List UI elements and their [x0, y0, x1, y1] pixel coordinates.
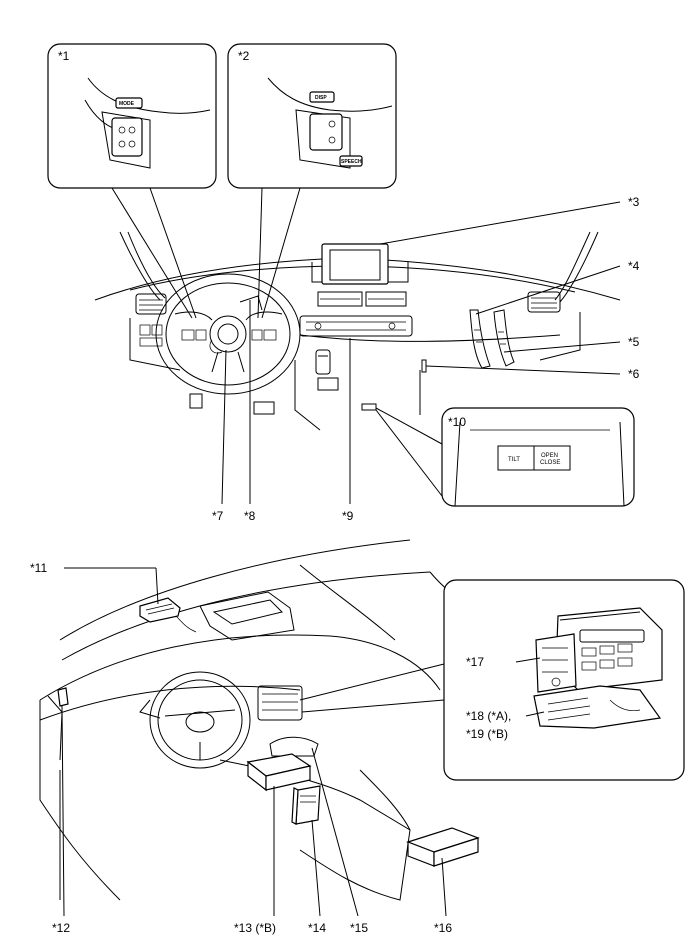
module-14 — [291, 785, 321, 825]
callout-7: *7 — [212, 509, 224, 523]
upper-leader-lines — [221, 201, 621, 505]
upper-dashboard-view — [94, 231, 621, 431]
callout-2: *2 — [238, 49, 250, 63]
callout-8: *8 — [244, 509, 256, 523]
callout-4: *4 — [628, 259, 640, 273]
callout-11: *11 — [30, 561, 47, 575]
inset-10-tilt-telescopic-switch: TILT OPEN CLOSE *10 — [441, 407, 635, 507]
callout-13: *13 (*B) — [234, 921, 276, 935]
inset-1-steering-switch-left: MODE *1 — [47, 43, 217, 189]
inset-2-leader — [257, 187, 301, 319]
inset-10-leader — [375, 407, 443, 497]
inset-audio-unit: *17 *18 (*A), *19 (*B) — [443, 579, 685, 781]
close-button-label: CLOSE — [540, 460, 560, 466]
callout-5: *5 — [628, 335, 640, 349]
inset-audio-leader — [299, 663, 445, 713]
lower-leader-lines — [61, 567, 447, 917]
callout-17: *17 — [466, 655, 484, 669]
tilt-button-label: TILT — [508, 457, 520, 463]
callout-18: *18 (*A), — [466, 709, 511, 723]
speech-button-label: SPEECH — [341, 159, 362, 165]
callout-3: *3 — [628, 195, 640, 209]
disp-button-label: DISP — [315, 95, 327, 101]
module-16 — [406, 827, 480, 867]
callout-15: *15 — [350, 921, 368, 935]
inset-2-steering-switch-right: DISP SPEECH *2 — [227, 43, 397, 189]
callout-10: *10 — [448, 415, 466, 429]
callout-1: *1 — [58, 49, 70, 63]
ecu-13 — [246, 753, 312, 792]
callout-9: *9 — [342, 509, 354, 523]
callout-14: *14 — [308, 921, 326, 935]
callout-19: *19 (*B) — [466, 727, 508, 741]
callout-16: *16 — [434, 921, 452, 935]
mode-button-label: MODE — [119, 101, 135, 107]
callout-12: *12 — [52, 921, 70, 935]
callout-6: *6 — [628, 367, 640, 381]
lower-interior-view — [39, 539, 481, 901]
open-button-label: OPEN — [541, 453, 558, 459]
inset-1-leader — [111, 187, 197, 319]
